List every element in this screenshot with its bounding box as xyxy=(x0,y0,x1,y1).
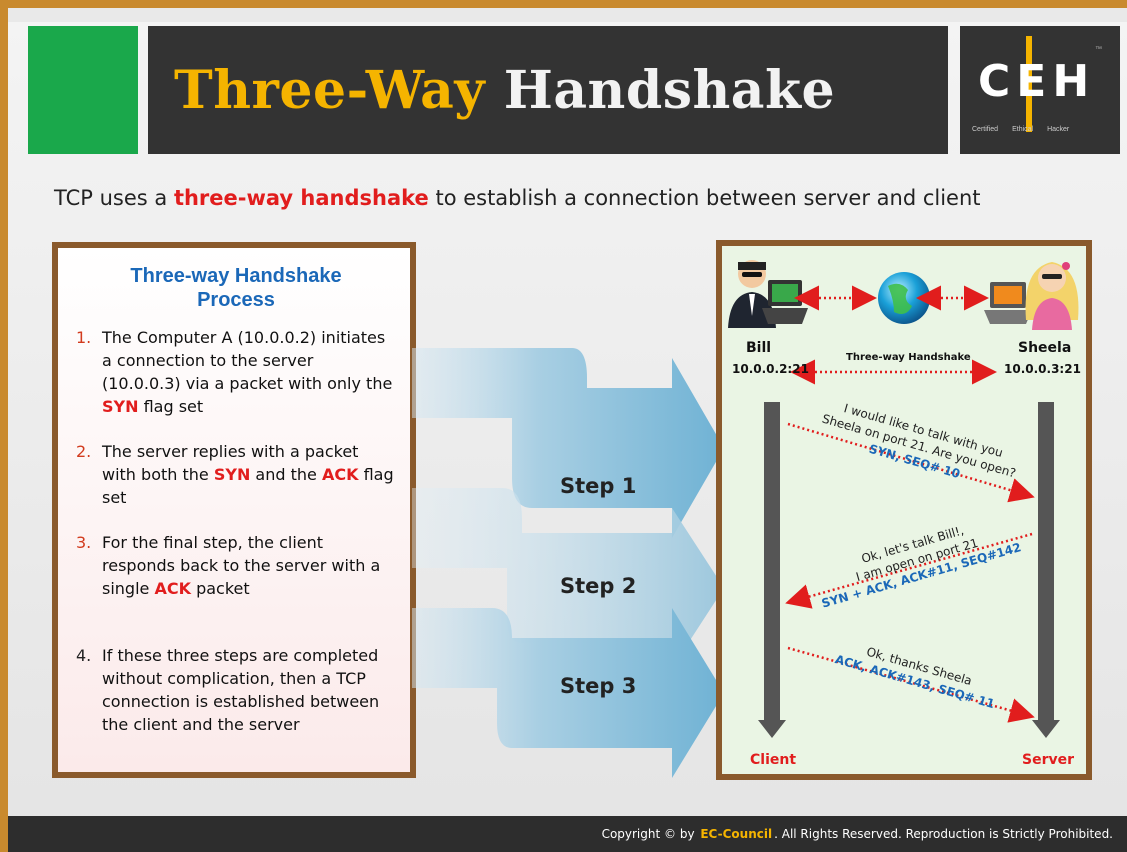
diagram-graphics xyxy=(728,260,1079,738)
handshake-link-label: Three-way Handshake xyxy=(846,352,971,363)
intro-text: TCP uses a three-way handshake to establ… xyxy=(54,186,981,210)
process-panel: Three-way Handshake Process 1. The Compu… xyxy=(52,242,416,778)
sheela-laptop-icon xyxy=(984,282,1032,324)
step-number: 2. xyxy=(76,442,92,461)
footer: Copyright © by EC-Council. All Rights Re… xyxy=(8,816,1127,852)
server-timeline xyxy=(1032,402,1060,738)
page-title: Three-Way Handshake xyxy=(174,60,835,121)
process-step-3: 3. For the final step, the client respon… xyxy=(76,531,396,600)
slide: Three-Way Handshake CEH ™ Certified Ethi… xyxy=(8,8,1127,852)
step-arrows-graphic xyxy=(412,348,724,778)
step-2-label: Step 2 xyxy=(560,574,637,598)
accent-block xyxy=(28,26,138,154)
step-text: If these three steps are completed witho… xyxy=(102,646,380,734)
bill-avatar xyxy=(728,260,776,328)
process-steps: 1. The Computer A (10.0.0.2) initiates a… xyxy=(76,326,396,736)
logo-tag-ethical: Ethical xyxy=(1012,126,1034,133)
handshake-diagram-panel: Bill 10.0.0.2:21 Sheela 10.0.0.3:21 Thre… xyxy=(716,240,1092,780)
msg-1-arrow xyxy=(787,422,1035,503)
ceh-logo: CEH ™ Certified Ethical Hacker xyxy=(960,26,1120,154)
logo-bar xyxy=(1026,36,1032,132)
logo-tag-hacker: Hacker xyxy=(1047,126,1070,133)
sheela-name: Sheela xyxy=(1018,340,1072,356)
intro-highlight: three-way handshake xyxy=(173,186,429,210)
bill-laptop-icon xyxy=(762,280,808,324)
server-label: Server xyxy=(1022,752,1075,768)
step-text: For the final step, the client responds … xyxy=(102,533,381,598)
step-arrows: Step 1 Step 2 Step 3 xyxy=(412,338,724,778)
process-step-4: 4. If these three steps are completed wi… xyxy=(76,644,396,736)
sheela-address: 10.0.0.3:21 xyxy=(1004,362,1081,376)
process-title-line2: Process xyxy=(197,289,275,311)
title-accent: Three-Way xyxy=(174,59,486,121)
step-number: 1. xyxy=(76,328,92,347)
process-title: Three-way Handshake Process xyxy=(76,264,396,312)
step-3-label: Step 3 xyxy=(560,674,637,698)
handshake-diagram: Bill 10.0.0.2:21 Sheela 10.0.0.3:21 Thre… xyxy=(722,246,1086,774)
step-text: The Computer A (10.0.0.2) initiates a co… xyxy=(102,328,393,416)
logo-trademark: ™ xyxy=(1095,46,1102,53)
process-panel-inner: Three-way Handshake Process 1. The Compu… xyxy=(58,248,410,772)
arrow-2 xyxy=(412,488,724,668)
globe-icon xyxy=(878,272,930,324)
bill-address: 10.0.0.2:21 xyxy=(732,362,809,376)
logo-tag-certified: Certified xyxy=(972,126,999,133)
step-number: 4. xyxy=(76,646,92,665)
top-strip xyxy=(8,8,1127,22)
client-label: Client xyxy=(750,752,797,768)
footer-brand: EC-Council xyxy=(700,827,773,841)
process-title-line1: Three-way Handshake xyxy=(130,265,342,287)
title-bar: Three-Way Handshake xyxy=(148,26,948,154)
logo-tagline: Certified Ethical Hacker xyxy=(972,126,1069,133)
arrow-3 xyxy=(412,608,724,778)
title-rest: Handshake xyxy=(503,59,836,121)
step-1-label: Step 1 xyxy=(560,474,637,498)
step-text: The server replies with a packet with bo… xyxy=(102,442,394,507)
msg-3-arrow xyxy=(787,646,1035,723)
logo-letters: CEH xyxy=(978,56,1096,107)
msg-2-arrow xyxy=(785,532,1033,609)
intro-after: to establish a connection between server… xyxy=(428,186,981,210)
step-number: 3. xyxy=(76,533,92,552)
footer-copyright: Copyright © by EC-Council. All Rights Re… xyxy=(601,827,1113,841)
intro-before: TCP uses a xyxy=(54,186,174,210)
arrow-1 xyxy=(412,348,724,538)
process-step-1: 1. The Computer A (10.0.0.2) initiates a… xyxy=(76,326,396,418)
sheela-avatar xyxy=(1025,262,1079,330)
client-timeline xyxy=(758,402,786,738)
process-step-2: 2. The server replies with a packet with… xyxy=(76,440,396,509)
bill-name: Bill xyxy=(746,340,772,356)
